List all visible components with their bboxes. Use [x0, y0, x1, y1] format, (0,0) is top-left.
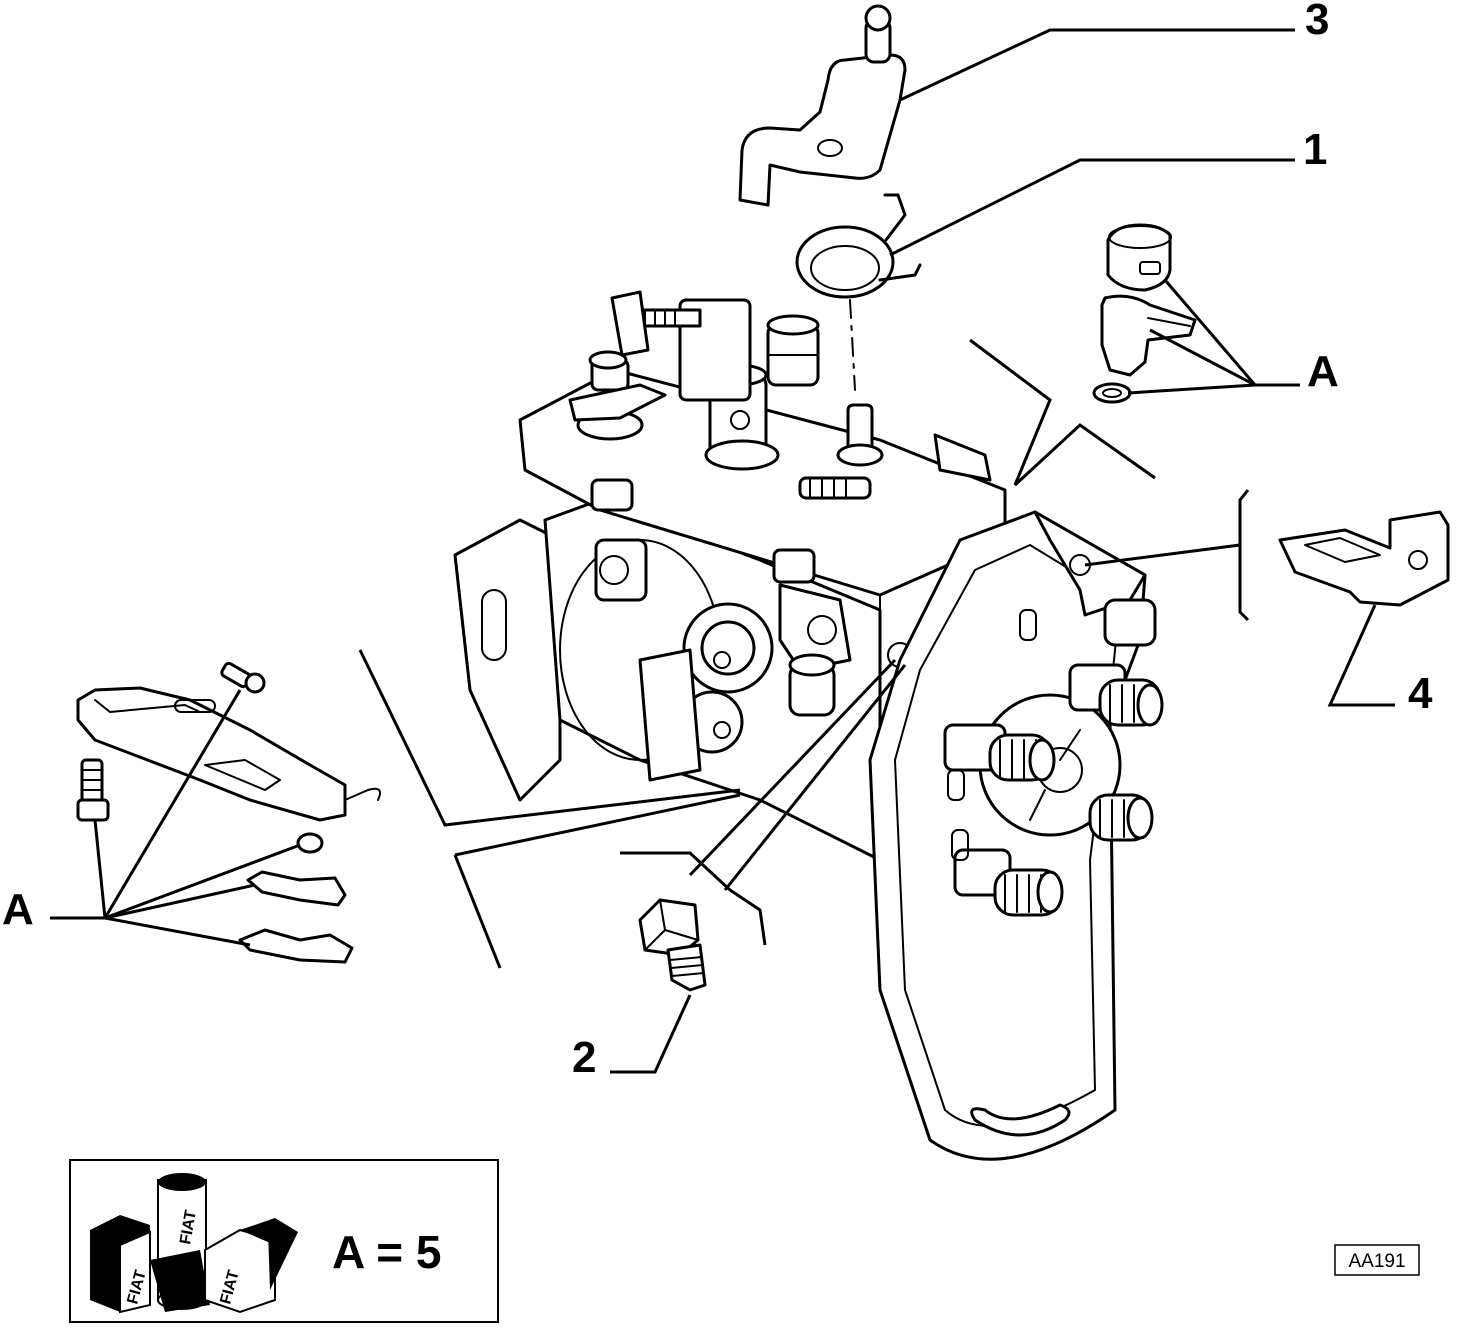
assembly-lines	[358, 338, 1250, 969]
group-a-right-parts	[1092, 223, 1197, 404]
fiat-kit-icon: FIAT FIAT FIAT	[90, 1173, 298, 1314]
callout-4: 4	[1408, 669, 1433, 718]
callout-2: 2	[572, 1033, 596, 1082]
leader-lines	[50, 28, 1395, 1074]
group-a-left-parts	[76, 661, 381, 964]
brand-label-cylinder: FIAT	[177, 1209, 200, 1246]
kit-legend-box: FIAT FIAT FIAT A = 5	[69, 1159, 499, 1323]
callout-1: 1	[1303, 125, 1327, 174]
callout-a-right: A	[1307, 347, 1339, 396]
callout-a-left: A	[2, 885, 34, 934]
callout-3: 3	[1305, 0, 1329, 44]
reference-code: AA191	[1348, 1251, 1405, 1272]
part-1-spring	[795, 193, 922, 391]
kit-equation: A = 5	[332, 1226, 442, 1278]
injection-pump-icon	[453, 290, 1164, 1161]
part-3-lever-bracket	[738, 4, 907, 207]
part-4-bracket	[1278, 510, 1450, 607]
part-2-bolt	[638, 898, 707, 992]
reference-code-box: AA191	[1334, 1244, 1420, 1276]
